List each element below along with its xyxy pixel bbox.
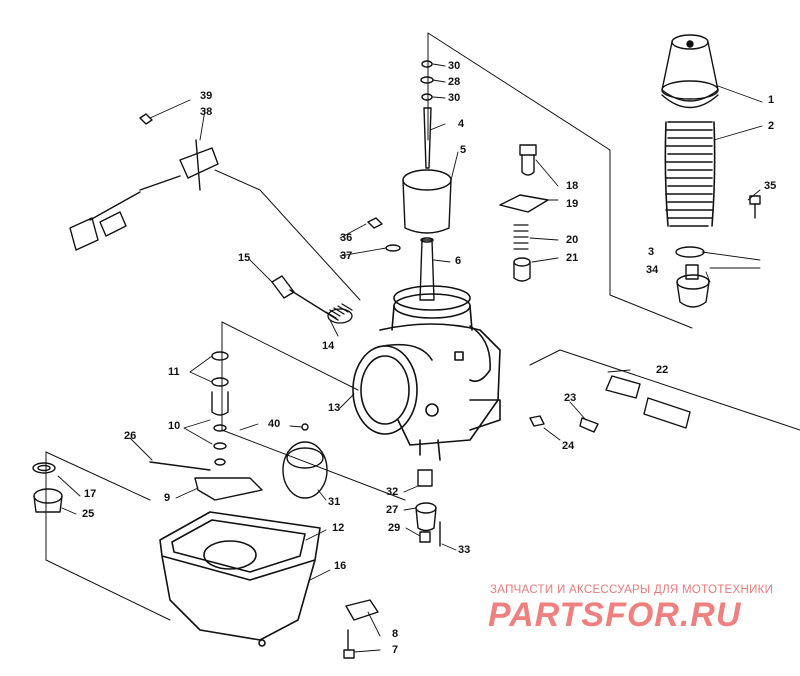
label-8: 8 (392, 628, 399, 640)
label-30-bottom: 30 (448, 92, 461, 104)
air-screw-part (529, 415, 599, 433)
clip-part (367, 217, 383, 229)
label-32: 32 (386, 486, 399, 498)
watermark-caption: ЗАПЧАСТИ И АКСЕССУАРЫ ДЛЯ МОТОТЕХНИКИ (490, 584, 774, 596)
carburetor-body (352, 285, 501, 461)
label-5: 5 (460, 144, 467, 156)
label-39: 39 (200, 90, 213, 102)
label-38: 38 (200, 106, 213, 118)
label-16: 16 (334, 560, 347, 572)
air-jet-part (519, 144, 537, 176)
hose-part (605, 375, 691, 429)
label-30-top: 30 (448, 60, 461, 72)
oring-part (385, 244, 401, 252)
idle-spring-part (325, 303, 353, 324)
washer-17-part (32, 462, 56, 474)
nut-25-part (33, 488, 63, 513)
jet-holder-part (513, 257, 531, 282)
label-20: 20 (566, 234, 579, 246)
label-31: 31 (328, 496, 341, 508)
leader-lines (57, 63, 763, 653)
label-25: 25 (82, 508, 95, 520)
label-17: 17 (84, 488, 97, 500)
label-12: 12 (332, 522, 345, 534)
label-18: 18 (566, 180, 579, 192)
label-6: 6 (455, 255, 462, 267)
label-35: 35 (764, 180, 777, 192)
label-36: 36 (340, 232, 353, 244)
screw-part (749, 195, 761, 219)
needle-part (420, 60, 434, 169)
spring-part (664, 121, 716, 227)
label-4: 4 (458, 118, 465, 130)
label-15: 15 (238, 252, 251, 264)
boundary-lines (45, 32, 800, 621)
float-parts (149, 351, 263, 501)
label-13: 13 (328, 402, 341, 414)
slide-part (402, 169, 452, 234)
label-33: 33 (458, 544, 471, 556)
label-9: 9 (164, 492, 171, 504)
washer-part (675, 246, 705, 258)
label-34: 34 (646, 264, 659, 276)
gasket-part (499, 194, 549, 213)
label-21: 21 (566, 252, 579, 264)
label-19: 19 (566, 198, 579, 210)
label-28: 28 (448, 76, 461, 88)
bottom-screw-part (343, 599, 379, 659)
float-part (282, 423, 328, 499)
label-23: 23 (564, 392, 577, 404)
label-2: 2 (768, 120, 775, 132)
float-bowl-part (159, 511, 321, 647)
label-22: 22 (656, 364, 669, 376)
watermark-logo: PARTSFOR.RU (488, 596, 742, 634)
label-11: 11 (168, 366, 180, 378)
throttle-linkage (69, 113, 219, 251)
label-24: 24 (562, 440, 575, 452)
label-1: 1 (768, 94, 775, 106)
cap-part (661, 34, 719, 109)
label-27: 27 (386, 504, 399, 516)
main-jet-parts (415, 469, 441, 547)
needle-jet-part (419, 237, 435, 301)
spring-small-part (513, 224, 529, 250)
label-37: 37 (340, 250, 353, 262)
label-40: 40 (268, 418, 281, 430)
label-26: 26 (124, 430, 137, 442)
label-14: 14 (322, 340, 335, 352)
retainer-part (676, 264, 710, 308)
label-7: 7 (392, 644, 399, 656)
label-29: 29 (388, 522, 401, 534)
label-10: 10 (168, 420, 181, 432)
label-3: 3 (648, 246, 655, 258)
